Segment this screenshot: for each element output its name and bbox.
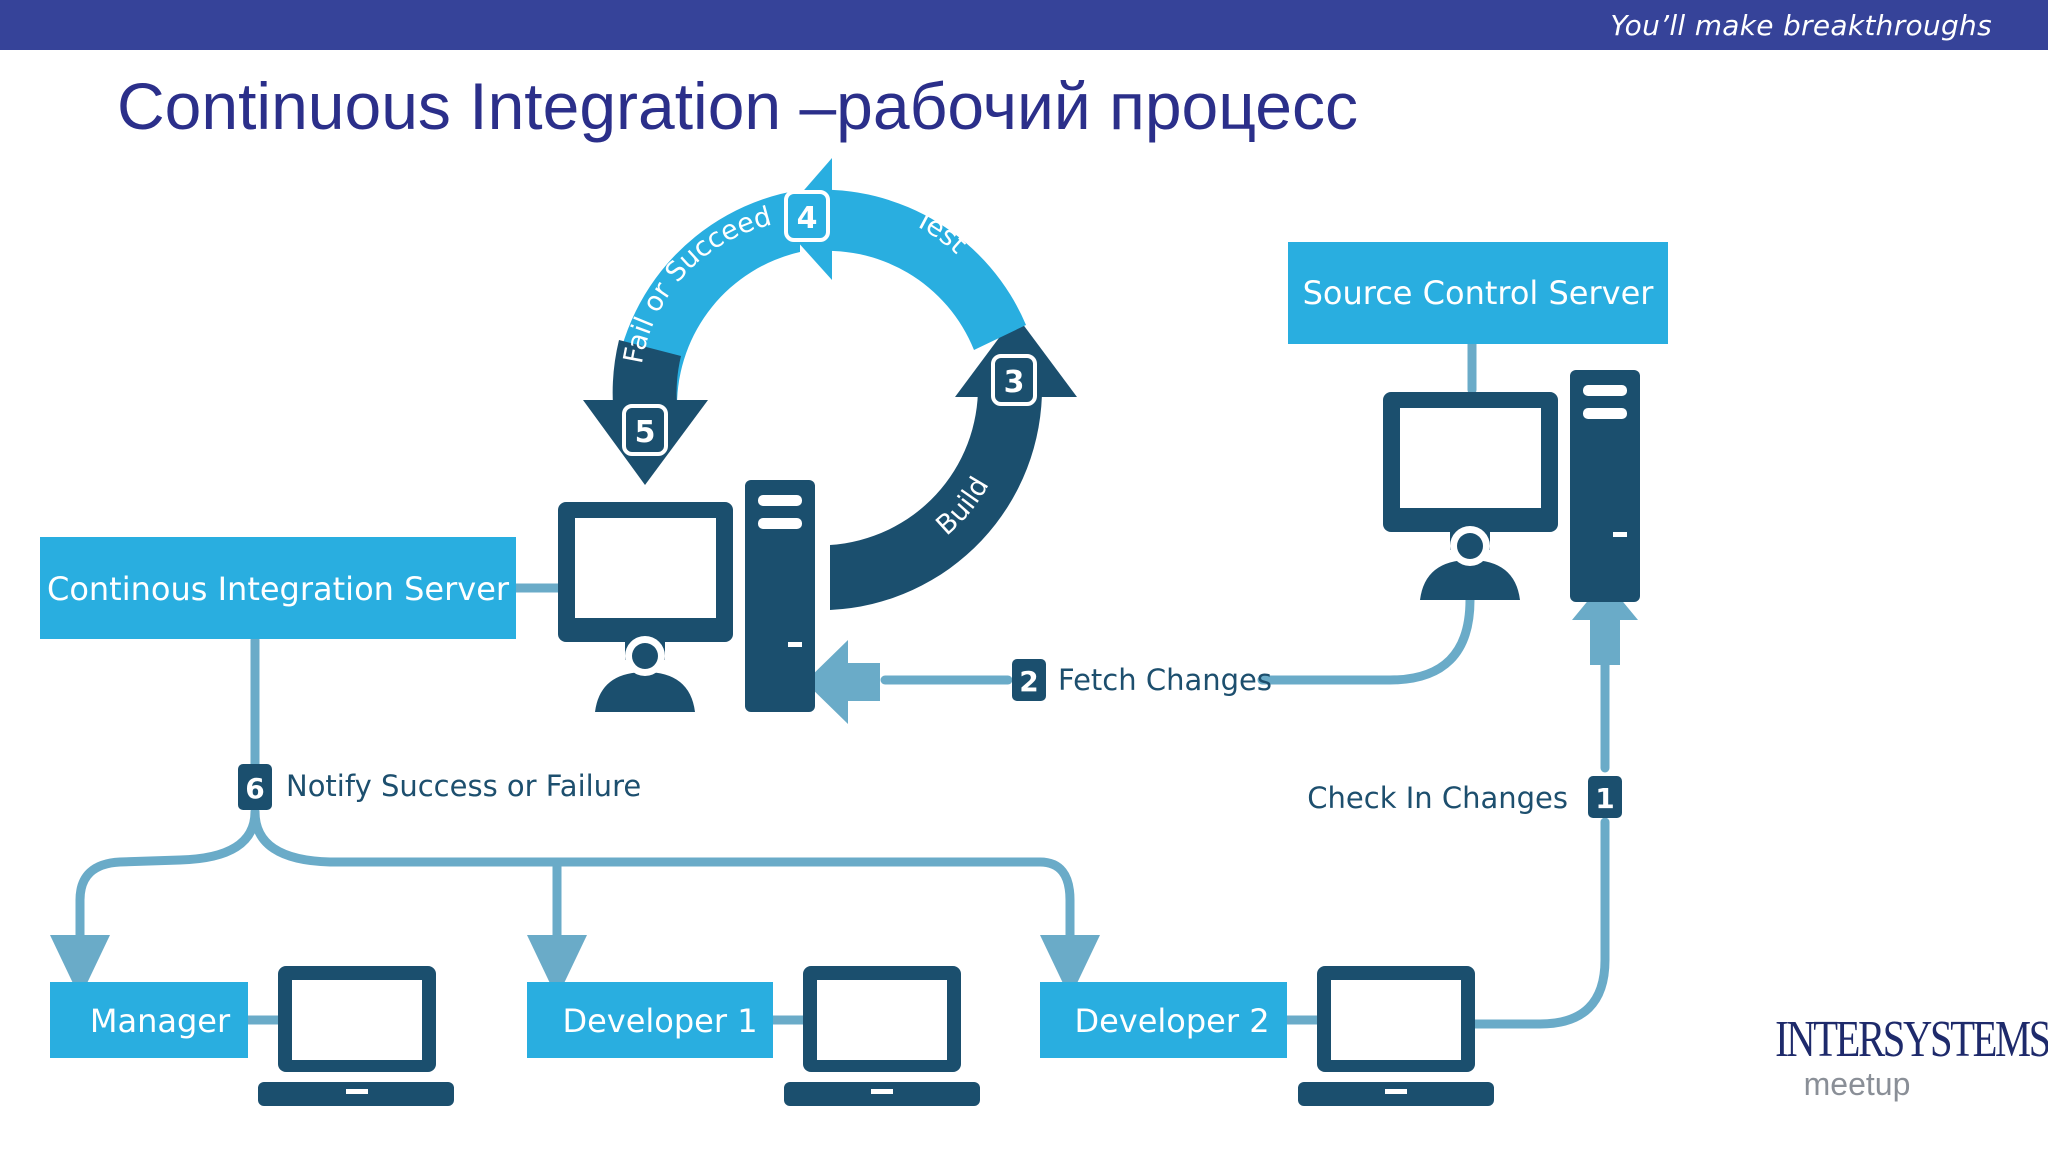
- tagline: You’ll make breakthroughs: [1610, 9, 1992, 42]
- developer1-laptop-icon: [784, 966, 980, 1106]
- step-6-notify: 6 Notify Success or Failure: [238, 764, 641, 810]
- test-arc: [808, 189, 1026, 350]
- svg-text:5: 5: [635, 415, 656, 450]
- developer2-laptop-icon: [1298, 966, 1494, 1106]
- badge-step-5: 5: [622, 404, 668, 456]
- build-arc: [830, 385, 1043, 610]
- developer1-box: Developer 1: [527, 982, 773, 1058]
- connector-lines: [75, 339, 1610, 1029]
- logo-sub: meetup: [1803, 1066, 1911, 1102]
- step-2-fetch-changes: 2 Fetch Changes: [1012, 659, 1272, 701]
- source-control-box: Source Control Server: [1288, 242, 1668, 344]
- svg-text:Check In Changes: Check In Changes: [1307, 781, 1568, 815]
- fetch-arrow: [805, 640, 880, 724]
- fail-succeed-arc-dark: [612, 340, 681, 405]
- intersystems-meetup-logo: INTERSYSTEMS meetup: [1752, 1010, 2048, 1120]
- header-bar: You’ll make breakthroughs: [0, 0, 2048, 50]
- badge-step-3: 3: [991, 354, 1037, 406]
- slide-title: Continuous Integration –рабочий процесс: [117, 69, 1359, 143]
- manager-laptop-icon: [258, 966, 454, 1106]
- svg-text:Developer 2: Developer 2: [1074, 1002, 1269, 1040]
- svg-text:Developer 1: Developer 1: [562, 1002, 757, 1040]
- svg-text:Manager: Manager: [90, 1002, 231, 1040]
- developer2-arrow: [1040, 935, 1100, 998]
- svg-text:2: 2: [1019, 665, 1038, 698]
- manager-arrow: [50, 935, 110, 998]
- source-control-workstation-icon: [1383, 370, 1640, 602]
- svg-text:1: 1: [1595, 782, 1614, 815]
- svg-text:Notify Success or Failure: Notify Success or Failure: [286, 769, 641, 803]
- svg-text:Continous Integration Server: Continous Integration Server: [47, 570, 510, 608]
- step-1-check-in: 1 Check In Changes: [1307, 776, 1622, 818]
- svg-text:Fetch Changes: Fetch Changes: [1058, 663, 1272, 697]
- ci-workstation-icon: [558, 480, 815, 712]
- svg-text:Source Control Server: Source Control Server: [1303, 274, 1655, 312]
- badge-step-4: 4: [784, 190, 830, 242]
- svg-text:4: 4: [797, 201, 818, 236]
- developer2-box: Developer 2: [1040, 982, 1287, 1058]
- ci-server-box: Continous Integration Server: [40, 537, 516, 639]
- developer1-arrow: [527, 935, 587, 998]
- logo-brand: INTERSYSTEMS: [1775, 1011, 2048, 1068]
- svg-text:6: 6: [245, 772, 264, 805]
- svg-text:3: 3: [1004, 365, 1025, 400]
- manager-box: Manager: [50, 982, 248, 1058]
